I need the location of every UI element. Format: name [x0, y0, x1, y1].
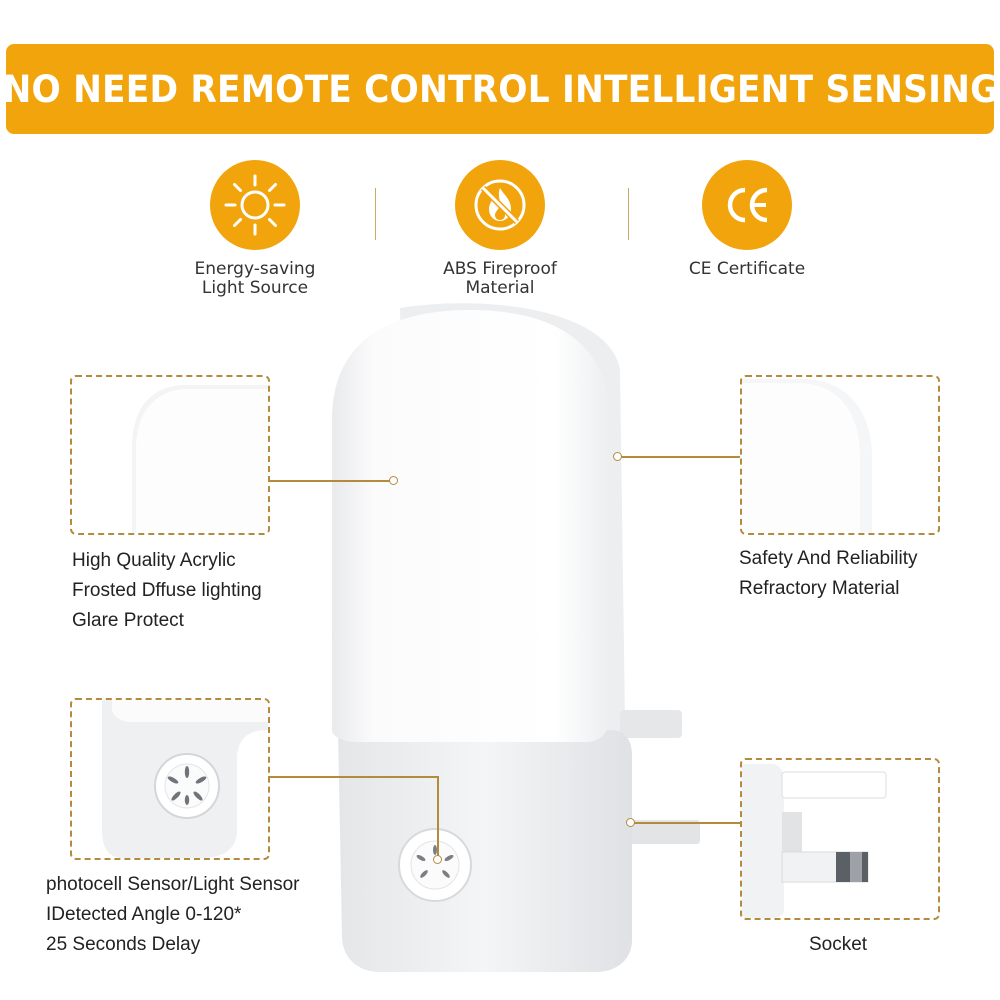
banner-title: NO NEED REMOTE CONTROL INTELLIGENT SENSI… [1, 67, 999, 111]
socket-detail-box [740, 758, 940, 920]
housing-edge-closeup [742, 379, 872, 533]
plug-pin [782, 812, 802, 860]
leader-dot [389, 476, 398, 485]
ce-mark-icon-circle [702, 160, 792, 250]
socket-caption: Socket [809, 930, 867, 960]
leader-line [620, 456, 740, 458]
leader-line [268, 776, 438, 778]
caption-line: IDetected Angle 0-120* [46, 904, 242, 925]
caption-line: Refractory Material [739, 578, 900, 599]
feature-energy-saving: Energy-saving Light Source [155, 160, 355, 298]
safety-caption: Safety And Reliability Refractory Materi… [739, 544, 918, 604]
night-light-product [332, 303, 700, 972]
divider [375, 188, 376, 240]
no-fire-icon-circle [455, 160, 545, 250]
acrylic-caption: High Quality Acrylic Frosted Dffuse ligh… [72, 546, 262, 636]
safety-detail-box [740, 375, 940, 535]
acrylic-detail-box [70, 375, 270, 535]
leader-line [437, 776, 439, 858]
feature-label: ABS Fireproof Material [443, 259, 557, 298]
sensor-detail-box [70, 698, 270, 860]
leader-line [268, 480, 392, 482]
caption-line: Socket [809, 934, 868, 955]
leader-dot [433, 855, 442, 864]
ce-mark-icon [727, 187, 768, 223]
caption-line: Safety And Reliability [739, 548, 918, 569]
leader-dot [613, 452, 622, 461]
feature-label: CE Certificate [688, 259, 806, 279]
no-fire-icon [474, 179, 526, 231]
divider [628, 188, 629, 240]
plug-pin [781, 771, 887, 799]
sun-icon-circle [210, 160, 300, 250]
leader-dot [626, 818, 635, 827]
leader-line [634, 822, 740, 824]
caption-line: photocell Sensor/Light Sensor [46, 874, 300, 895]
sensor-closeup [102, 700, 268, 858]
feature-fireproof: ABS Fireproof Material [400, 160, 600, 298]
caption-line: Glare Protect [72, 610, 184, 631]
plug-pin [620, 710, 682, 738]
feature-label: Energy-saving Light Source [194, 259, 316, 298]
caption-line: High Quality Acrylic [72, 550, 236, 571]
caption-line: 25 Seconds Delay [46, 934, 201, 955]
sun-icon [224, 174, 286, 236]
top-banner: NO NEED REMOTE CONTROL INTELLIGENT SENSI… [2, 44, 998, 134]
caption-line: Frosted Dffuse lighting [72, 580, 262, 601]
plug-pin [620, 820, 700, 844]
acrylic-shade-closeup [132, 385, 268, 533]
plug-closeup [742, 764, 887, 918]
feature-ce-certificate: CE Certificate [647, 160, 847, 279]
sensor-caption: photocell Sensor/Light Sensor IDetected … [46, 870, 300, 960]
